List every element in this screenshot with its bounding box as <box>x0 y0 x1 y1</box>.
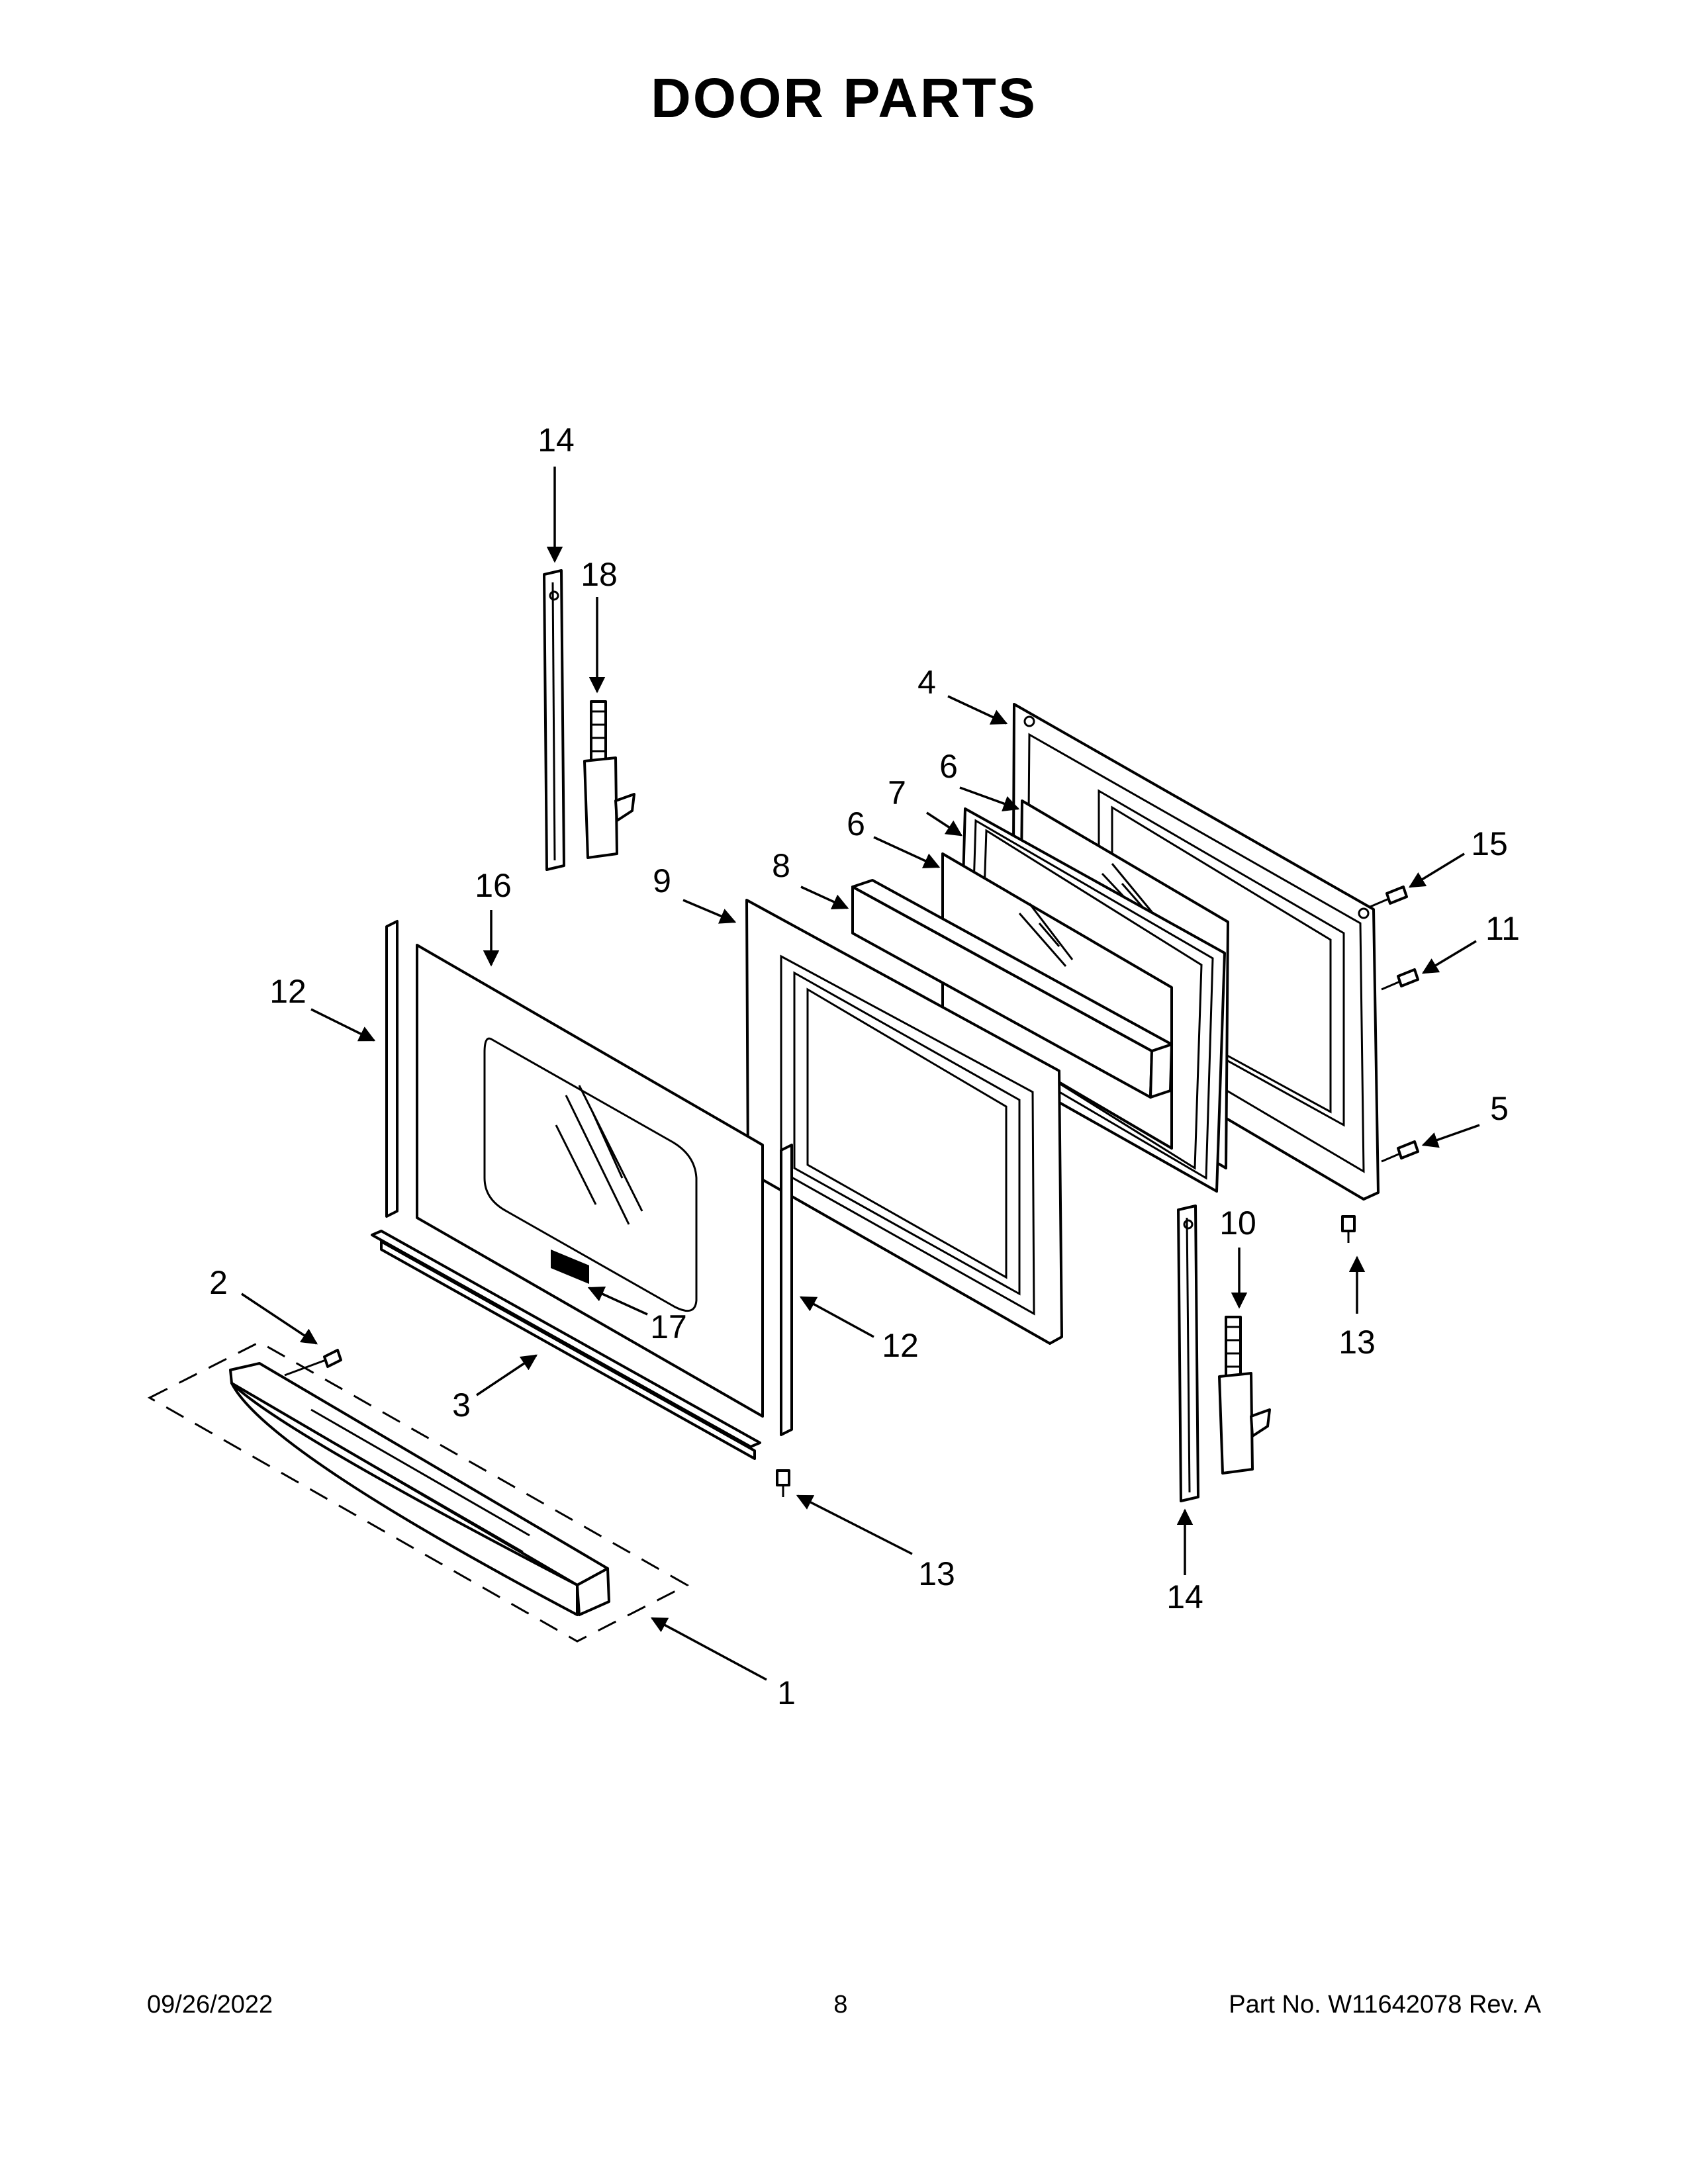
callout-12-left: 12 <box>269 973 306 1010</box>
callout-labels: 14 18 4 6 7 6 15 16 9 8 12 11 5 10 2 17 … <box>209 422 1520 1711</box>
callout-16: 16 <box>475 867 512 904</box>
leader-lines <box>241 467 1480 1681</box>
part-9-door-frame <box>745 899 1063 1345</box>
callout-11: 11 <box>1485 910 1520 947</box>
part-18-hinge <box>583 700 635 859</box>
part-17-badge <box>551 1250 589 1284</box>
part-14-hinge-receiver-top <box>543 569 565 871</box>
part-8-insulation <box>851 879 1173 1099</box>
callout-15: 15 <box>1471 825 1508 862</box>
part-16-outer-door-panel <box>416 944 764 1418</box>
callout-5: 5 <box>1490 1090 1509 1127</box>
callout-2: 2 <box>209 1264 228 1301</box>
footer-page-number: 8 <box>833 1991 848 2019</box>
part-13-screw-right <box>1341 1215 1356 1243</box>
callout-6-front: 6 <box>847 805 865 842</box>
part-5-screw <box>1381 1140 1419 1163</box>
callout-12-right: 12 <box>882 1327 919 1364</box>
callout-14-bottom: 14 <box>1166 1578 1203 1615</box>
part-15-screw <box>1370 886 1408 908</box>
callout-17: 17 <box>650 1308 687 1345</box>
callout-3: 3 <box>452 1387 471 1424</box>
part-13-screw-left <box>776 1469 790 1497</box>
footer-date: 09/26/2022 <box>147 1991 273 2019</box>
part-3-bottom-trim <box>371 1230 761 1460</box>
callout-13-right: 13 <box>1338 1324 1376 1361</box>
callout-13-left: 13 <box>918 1555 955 1592</box>
callout-14-top: 14 <box>538 422 575 459</box>
footer-part-number: Part No. W11642078 Rev. A <box>1229 1991 1541 2019</box>
part-12-side-trim-right <box>780 1144 793 1436</box>
page-title: DOOR PARTS <box>651 67 1037 129</box>
part-10-hinge <box>1218 1316 1271 1475</box>
callout-7: 7 <box>888 774 906 811</box>
callout-18: 18 <box>581 556 618 593</box>
callout-9: 9 <box>653 862 671 899</box>
callout-4: 4 <box>917 664 936 701</box>
callout-8: 8 <box>772 847 790 884</box>
part-12-side-trim-left <box>385 920 399 1218</box>
callout-1: 1 <box>777 1674 796 1711</box>
callout-6-rear: 6 <box>939 748 958 785</box>
callout-10: 10 <box>1219 1205 1256 1242</box>
part-1-door-handle <box>147 1341 690 1643</box>
part-14-hinge-receiver-bottom <box>1177 1205 1199 1502</box>
part-11-screw <box>1381 968 1419 991</box>
